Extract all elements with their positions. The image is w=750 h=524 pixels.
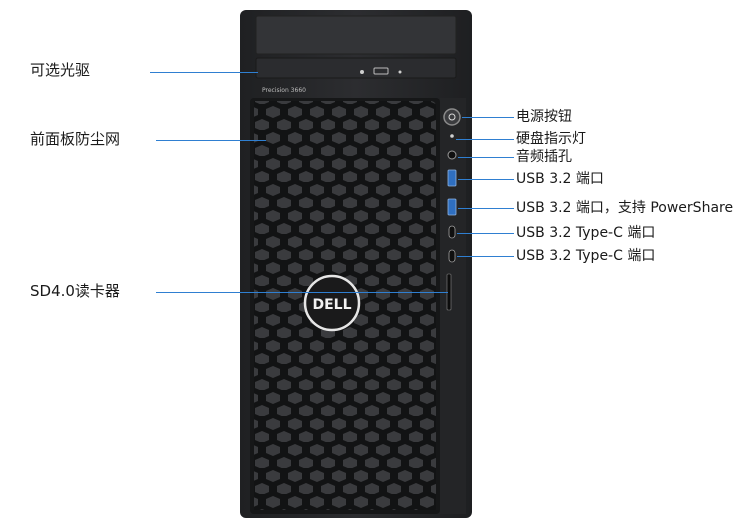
leader-audio-jack [458,157,514,158]
hdd-led-shape [450,134,454,138]
dell-logo-text: DELL [312,297,351,313]
label-hdd-led: 硬盘指示灯 [516,131,586,147]
drive-bay-top [255,15,457,55]
typec-port-1-shape [448,225,456,239]
power-button-shape [443,108,461,126]
usb-port-2-shape [447,198,457,216]
label-optical-drive: 可选光驱 [30,61,91,79]
leader-dust-filter [156,140,266,141]
label-dust-filter: 前面板防尘网 [30,130,121,148]
label-sd-reader: SD4.0读卡器 [30,282,120,300]
dell-logo-shape [303,274,361,332]
label-power-button: 电源按钮 [516,109,572,125]
label-audio-jack: 音频插孔 [516,149,572,165]
label-typec-port-2: USB 3.2 Type-C 端口 [516,248,656,264]
leader-usb-port-1 [458,179,514,180]
usb-port-1-shape [447,169,457,187]
typec-port-2-shape [448,249,456,263]
audio-jack-shape [447,150,457,160]
optical-drive [255,57,457,79]
label-typec-port-1: USB 3.2 Type-C 端口 [516,225,656,241]
label-usb-port-2: USB 3.2 端口，支持 PowerShare [516,200,734,216]
leader-power-button [462,117,514,118]
eject-button [373,67,389,75]
leader-sd-reader [156,292,448,293]
leader-hdd-led [456,139,514,140]
model-text: Precision 3660 [262,87,306,94]
leader-usb-port-2 [458,208,514,209]
leader-typec-port-1 [457,233,514,234]
label-usb-port-1: USB 3.2 端口 [516,171,604,187]
leader-optical-drive [150,72,258,73]
leader-typec-port-2 [457,256,514,257]
